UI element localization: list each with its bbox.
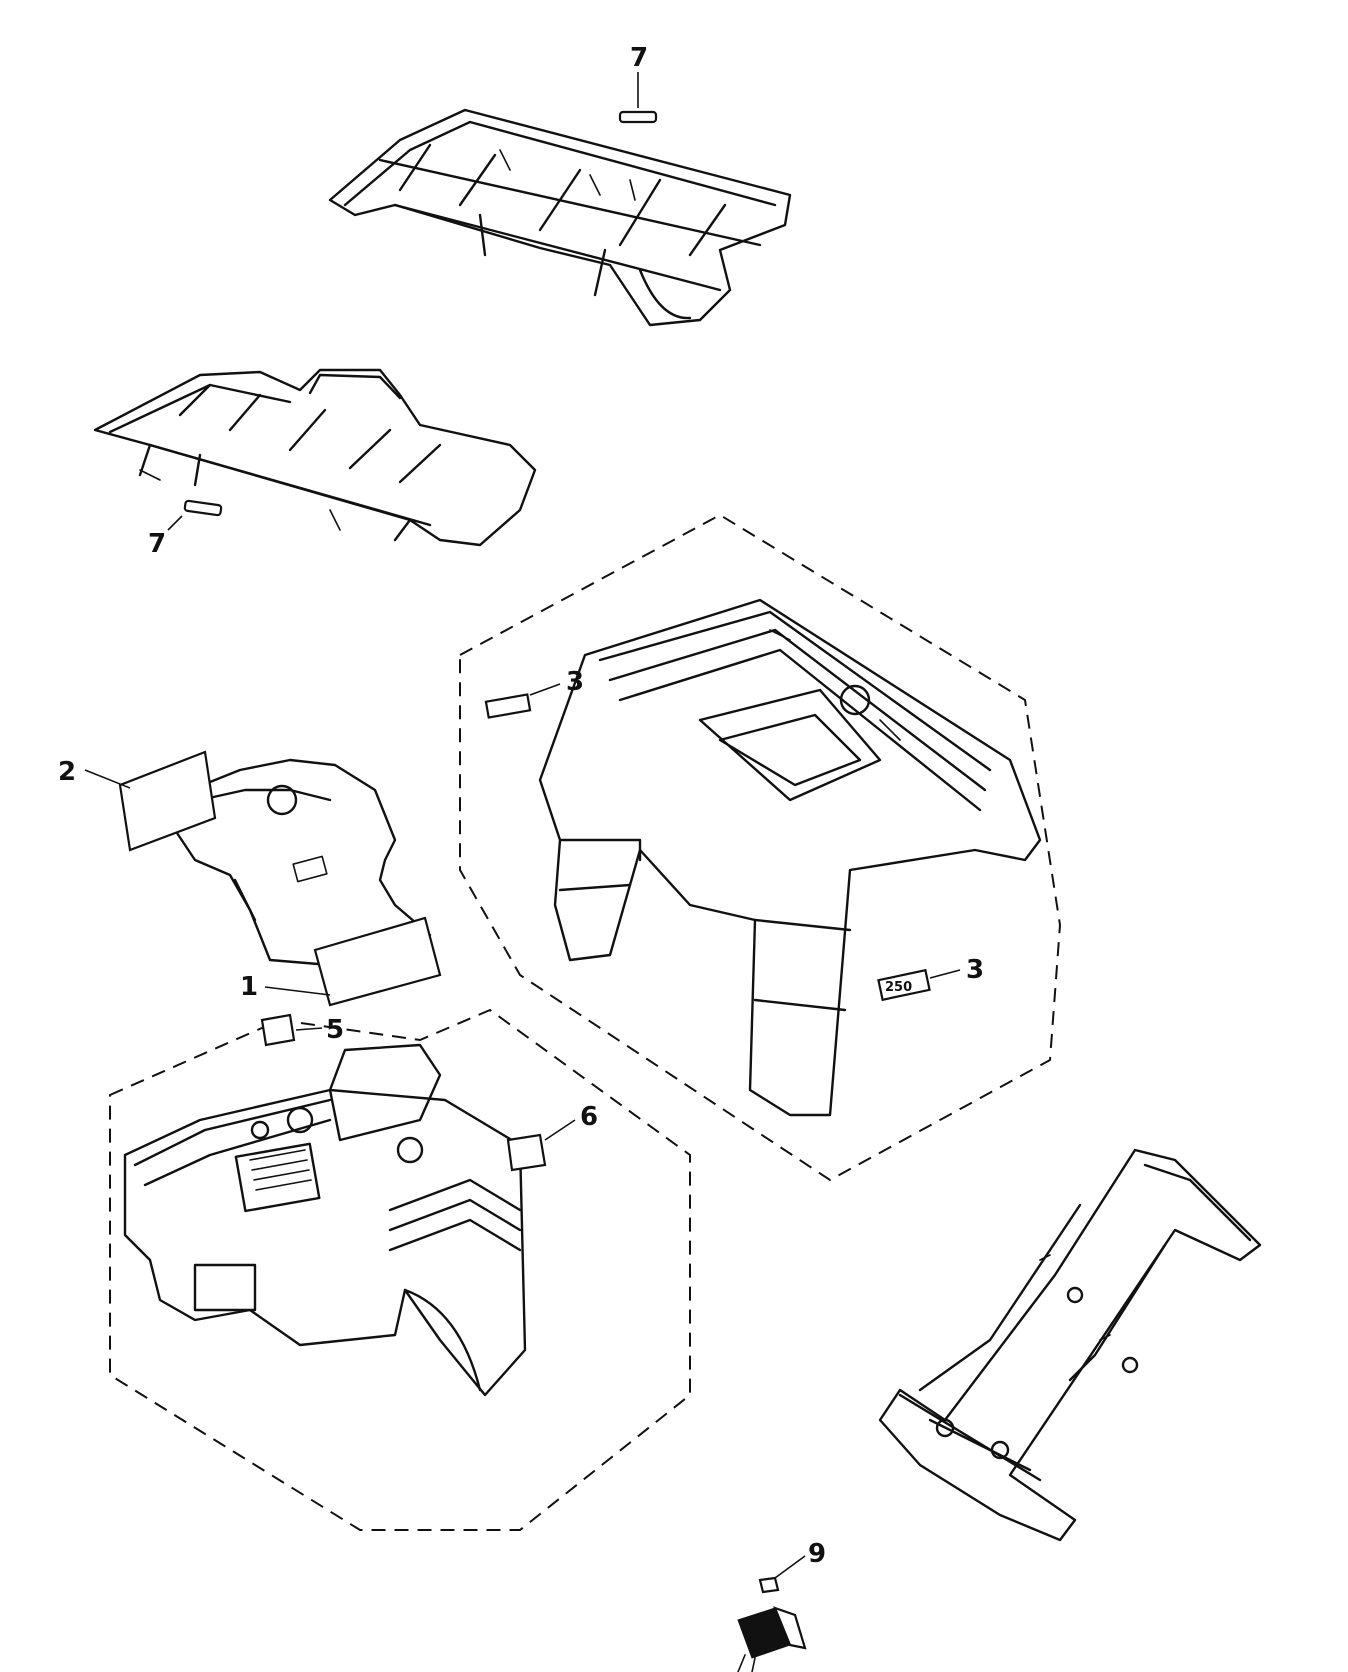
- callout-7-front: 7: [148, 529, 166, 559]
- footrest-frame: [878, 1148, 1262, 1542]
- callout-6: 6: [580, 1102, 598, 1132]
- front-rack-clip-part: 7: [148, 499, 223, 559]
- front-fender-group: [109, 1008, 691, 1531]
- rear-fender-group: [459, 513, 1062, 1182]
- callout-1: 1: [240, 972, 258, 1002]
- badge-250-text: 250: [885, 980, 912, 995]
- rear-fender-badge-top-part: 3: [484, 667, 584, 719]
- front-rack: [93, 368, 537, 547]
- callout-3-bottom: 3: [966, 955, 984, 985]
- callout-5: 5: [326, 1015, 344, 1045]
- rear-fender-badge-bottom-part: 250 3: [877, 955, 984, 1002]
- callout-2: 2: [58, 757, 76, 787]
- rear-rack: [328, 108, 792, 327]
- rear-rack-clip-part: 7: [618, 43, 658, 124]
- callout-3-top: 3: [566, 667, 584, 697]
- callout-7-rear: 7: [630, 43, 648, 73]
- decal-1-part: 1: [240, 916, 442, 1007]
- decal-2-part: 2: [58, 750, 217, 852]
- decal-6-part: 6: [506, 1102, 598, 1172]
- callout-9: 9: [808, 1539, 826, 1569]
- decal-5-part: 5: [260, 1013, 344, 1047]
- front-fender-inner-panel: [173, 758, 432, 967]
- footrest-part-9: 9: [737, 1539, 826, 1672]
